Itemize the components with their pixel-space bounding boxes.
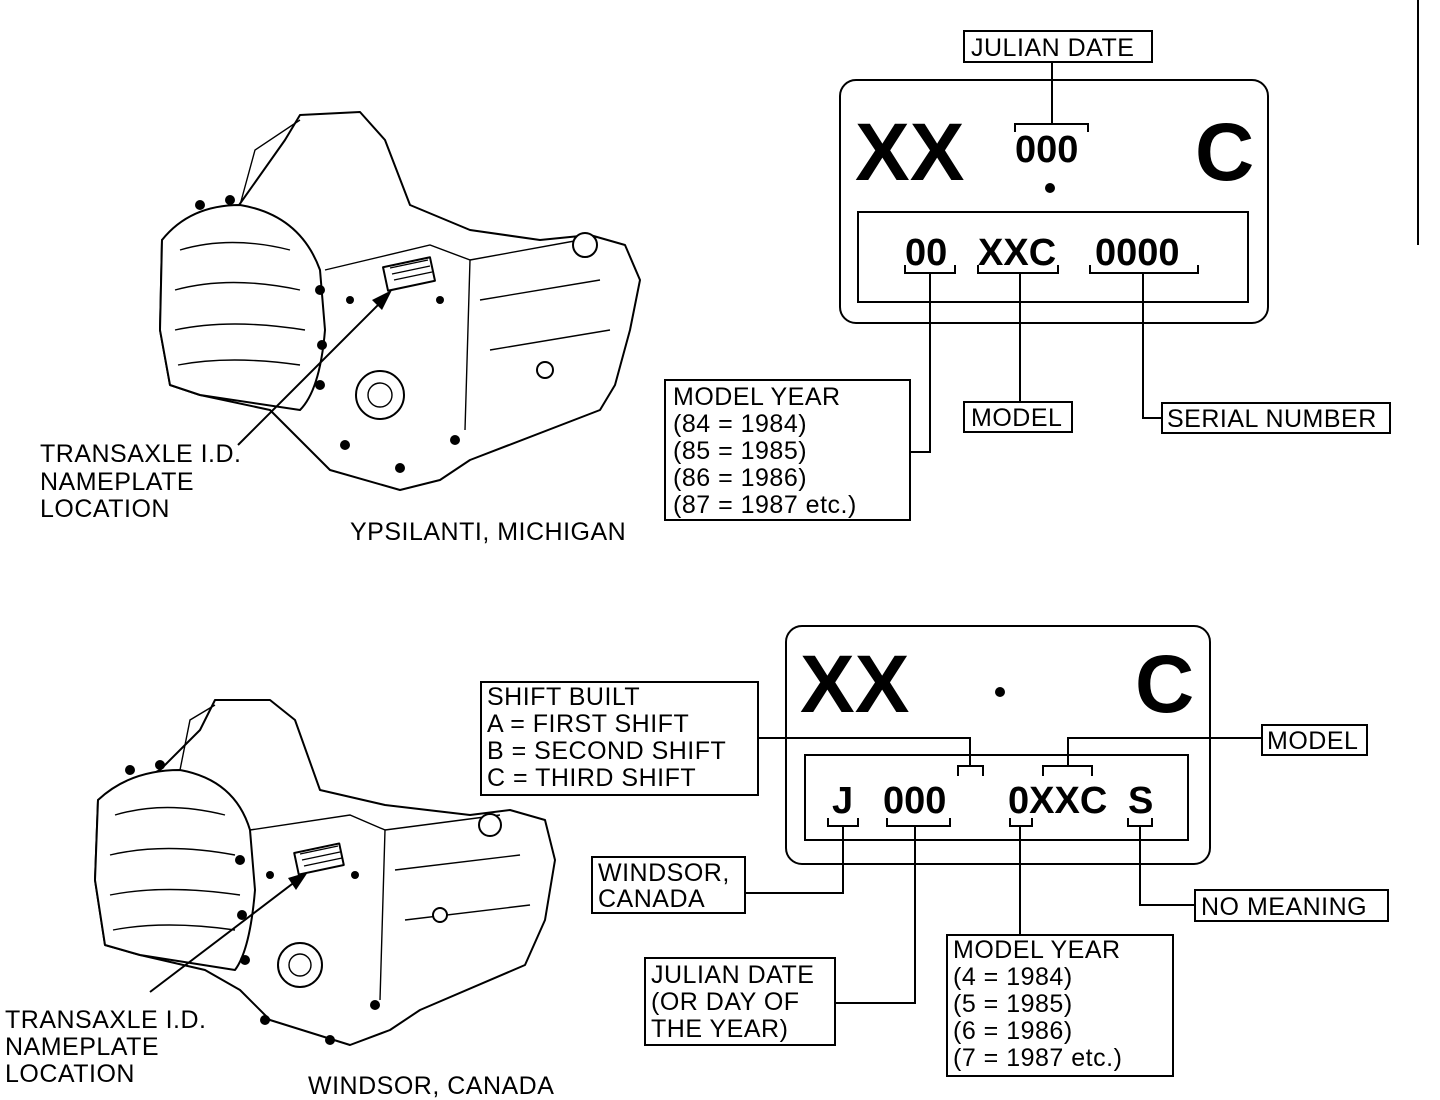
bottom-location-label-line2: NAMEPLATE [5,1033,159,1061]
top-plate-code-right: C [1195,107,1254,198]
top-transaxle-illustration [159,111,641,491]
bottom-plate-code-right: C [1135,639,1194,730]
bottom-plate-code-left: XX [800,639,909,730]
bottom-shift-line2: B = SECOND SHIFT [487,737,726,765]
bottom-shift-line1: A = FIRST SHIFT [487,710,689,738]
bottom-section: TRANSAXLE I.D. NAMEPLATE LOCATION WINDSO… [5,625,1389,1100]
bottom-plate-row-b: 000 [883,780,946,822]
bottom-plate-dot [995,687,1005,697]
top-plate-dot [1045,183,1055,193]
bottom-model-year-line1: (4 = 1984) [953,963,1073,991]
bottom-model-year-line2: (5 = 1985) [953,990,1073,1018]
top-model-year-line1: (84 = 1984) [673,410,807,438]
bottom-model-label: MODEL [1267,727,1358,755]
top-caption: YPSILANTI, MICHIGAN [350,518,626,546]
bottom-shift-built-title: SHIFT BUILT [487,683,640,711]
top-model-year-line4: (87 = 1987 etc.) [673,491,857,519]
top-plate-row-b: XXC [978,232,1056,274]
top-model-year-title: MODEL YEAR [673,383,841,411]
bottom-location-arrow [149,877,301,993]
top-location-arrow [237,297,386,446]
top-location-label-line2: NAMEPLATE [40,468,194,496]
bottom-location-label-line1: TRANSAXLE I.D. [5,1006,207,1034]
top-location-label-line3: LOCATION [40,495,170,523]
top-julian-date-label: JULIAN DATE [971,34,1134,62]
bottom-model-year-box [946,934,1174,1077]
top-model-year-box [664,379,911,521]
bottom-julian-date-box [644,957,836,1046]
bottom-plate-row-a: J [832,780,853,822]
top-model-box [963,401,1073,433]
bottom-plate-row-c: 0XXC [1008,780,1107,822]
bottom-model-year-line3: (6 = 1986) [953,1017,1073,1045]
bottom-nameplate-inner-panel [804,754,1189,841]
top-model-year-line3: (86 = 1986) [673,464,807,492]
bottom-julian-line3: THE YEAR) [651,1015,788,1043]
top-section: TRANSAXLE I.D. NAMEPLATE LOCATION YPSILA… [40,30,1391,546]
bottom-no-meaning-label: NO MEANING [1201,893,1367,921]
bottom-no-meaning-box [1194,889,1389,922]
top-model-year-line2: (85 = 1985) [673,437,807,465]
bottom-julian-line1: JULIAN DATE [651,961,814,989]
bottom-transaxle-illustration [94,699,556,1046]
top-plate-code-left: XX [855,107,964,198]
top-plate-row-a: 00 [905,232,947,274]
bottom-windsor-line1: WINDSOR, [598,859,730,887]
bottom-model-year-line4: (7 = 1987 etc.) [953,1044,1122,1072]
bottom-model-box [1261,724,1368,756]
bottom-model-year-title: MODEL YEAR [953,936,1121,964]
top-serial-number-box [1161,402,1391,434]
top-location-label-line1: TRANSAXLE I.D. [40,440,242,468]
bottom-caption: WINDSOR, CANADA [308,1072,554,1100]
bottom-shift-line3: C = THIRD SHIFT [487,764,696,792]
top-julian-date-box [963,30,1153,63]
top-plate-row-c: 0000 [1095,232,1180,274]
bottom-windsor-line2: CANADA [598,885,705,913]
bottom-shift-built-box [480,681,759,796]
bottom-plate-row-d: S [1128,780,1153,822]
top-serial-number-label: SERIAL NUMBER [1167,405,1377,433]
bottom-julian-line2: (OR DAY OF [651,988,800,1016]
top-model-label: MODEL [971,404,1062,432]
bottom-location-label-line3: LOCATION [5,1060,135,1088]
top-nameplate-inner-panel [857,211,1249,303]
top-plate-code-mid: 000 [1015,129,1078,171]
bottom-windsor-box [591,856,746,914]
